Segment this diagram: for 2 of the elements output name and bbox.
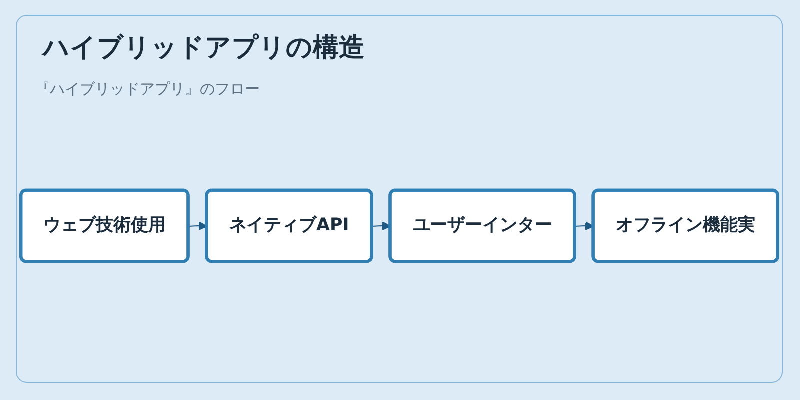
subtitle: 『ハイブリッドアプリ』のフロー: [35, 80, 260, 99]
diagram-title: ハイブリッドアプリの構造: [43, 32, 365, 65]
